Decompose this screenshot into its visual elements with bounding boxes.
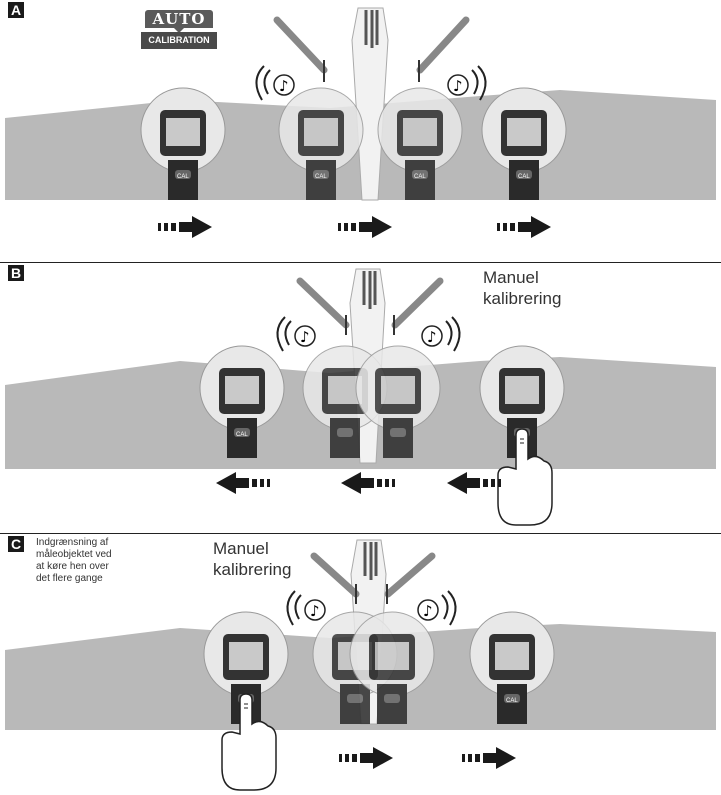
- stud-finder-device: CAL: [140, 87, 226, 200]
- panel-label: B: [8, 265, 24, 281]
- arrow-left-icon: [216, 472, 270, 494]
- pen-right: [391, 277, 444, 335]
- svg-text:CAL: CAL: [315, 174, 327, 180]
- panel-c: ♪ ♪: [0, 534, 721, 795]
- music-note-icon: ♪: [421, 316, 461, 352]
- stud-finder-device: [203, 611, 289, 724]
- panel-label: A: [8, 2, 24, 18]
- arrow-right-icon: [497, 216, 551, 238]
- cable: [351, 7, 389, 201]
- divider: [0, 533, 721, 534]
- pen-left: [310, 552, 360, 604]
- panel-title-line1: Manuel: [213, 539, 269, 558]
- divider: [0, 262, 721, 263]
- svg-text:CAL: CAL: [236, 432, 248, 438]
- stud-finder-device: CAL: [278, 87, 364, 200]
- svg-text:♪: ♪: [453, 77, 463, 95]
- stud-finder-device: CAL: [481, 87, 567, 200]
- svg-text:♪: ♪: [423, 602, 433, 620]
- pen-right: [416, 16, 470, 82]
- svg-text:CAL: CAL: [506, 698, 518, 704]
- stud-finder-device: [355, 345, 441, 458]
- pen-right: [384, 552, 436, 604]
- music-note-icon: ♪: [286, 590, 326, 626]
- svg-text:CAL: CAL: [518, 174, 530, 180]
- auto-calibration-badge: AUTO CALIBRATION: [141, 10, 217, 50]
- svg-text:CAL: CAL: [414, 174, 426, 180]
- stud-finder-device: [349, 611, 435, 724]
- auto-badge-top: AUTO: [145, 10, 213, 28]
- music-note-icon: ♪: [255, 65, 295, 101]
- note-line3: at køre hen over: [36, 561, 109, 572]
- arrow-left-icon: [341, 472, 395, 494]
- finger-press-icon: [497, 428, 553, 526]
- music-note-icon: ♪: [447, 65, 487, 101]
- svg-text:♪: ♪: [310, 602, 320, 620]
- note-line4: det flere gange: [36, 573, 103, 584]
- music-note-icon: ♪: [417, 590, 457, 626]
- panel-b-illustration: ♪ ♪ CAL: [5, 268, 716, 526]
- arrow-right-icon: [158, 216, 212, 238]
- panel-title-line1: Manuel: [483, 268, 539, 287]
- pen-left: [296, 277, 350, 335]
- svg-text:♪: ♪: [300, 328, 310, 346]
- arrow-right-icon: [338, 216, 392, 238]
- panel-c-illustration: ♪ ♪: [5, 539, 716, 791]
- stud-finder-device: CAL: [469, 611, 555, 724]
- stud-finder-device: CAL: [377, 87, 463, 200]
- panel-title-line2: kalibrering: [483, 289, 562, 308]
- chevron-down-icon: [172, 26, 186, 33]
- arrow-left-icon: [447, 472, 501, 494]
- panel-b: ♪ ♪ CAL: [0, 263, 721, 533]
- auto-badge-bottom: CALIBRATION: [141, 32, 217, 49]
- music-note-icon: ♪: [276, 316, 316, 352]
- stud-finder-device: CAL: [199, 345, 285, 458]
- panel-label: C: [8, 536, 24, 552]
- panel-a-illustration: ♪ ♪ CAL CAL: [5, 7, 716, 238]
- svg-text:♪: ♪: [427, 328, 437, 346]
- svg-text:♪: ♪: [279, 77, 289, 95]
- pen-left: [273, 16, 328, 82]
- note-line2: måleobjektet ved: [36, 549, 112, 560]
- arrow-right-icon: [462, 747, 516, 769]
- note-line1: Indgrænsning af: [36, 537, 109, 548]
- panel-title-line2: kalibrering: [213, 560, 292, 579]
- svg-text:CAL: CAL: [177, 174, 189, 180]
- finger-press-icon: [221, 693, 277, 791]
- panel-a: ♪ ♪ CAL CAL: [0, 0, 721, 262]
- arrow-right-icon: [339, 747, 393, 769]
